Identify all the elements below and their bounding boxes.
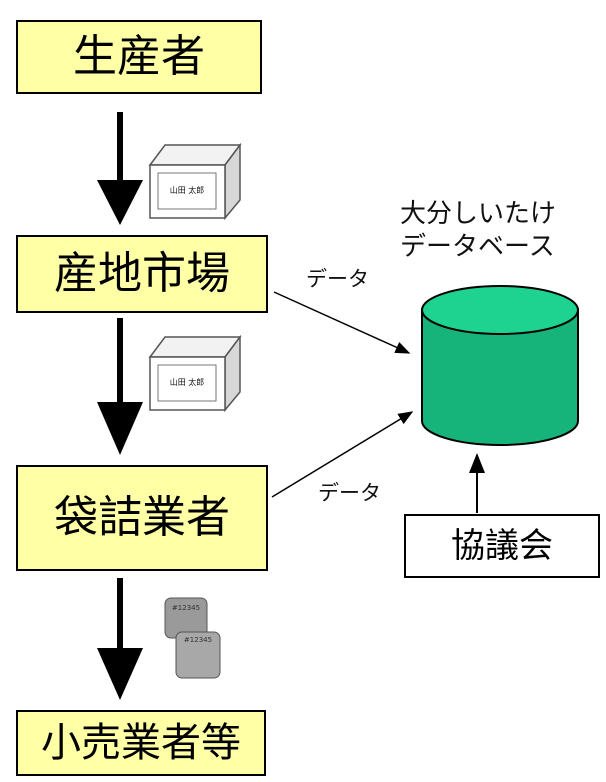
retailer-label: 小売業者等 — [41, 720, 241, 766]
data-label-market: データ — [306, 268, 369, 290]
package-box-icon: 山田 太郎 — [148, 334, 242, 413]
producer-label: 生産者 — [73, 31, 205, 82]
retailer-node: 小売業者等 — [16, 710, 266, 776]
council-label: 協議会 — [451, 526, 553, 566]
council-node: 協議会 — [404, 514, 600, 578]
database-title-line1: 大分しいたけ — [400, 199, 557, 229]
flow-arrow-producer-to-market — [97, 112, 143, 225]
label-code-text: #12345 — [172, 604, 200, 612]
data-arrow-packer-to-db — [271, 411, 414, 498]
local-market-node: 産地市場 — [16, 235, 268, 313]
data-arrow-market-to-db — [273, 291, 411, 354]
database-title: 大分しいたけ データベース — [400, 198, 556, 263]
packer-label: 袋詰業者 — [54, 492, 230, 543]
database-title-line2: データベース — [400, 231, 555, 262]
data-label-market-text: データ — [306, 267, 369, 291]
package-tag-text: 山田 太郎 — [170, 377, 205, 387]
product-label-icon: #12345 — [164, 597, 208, 639]
flow-arrow-market-to-packer — [97, 318, 143, 455]
label-code-text: #12345 — [184, 636, 212, 644]
local-market-label: 産地市場 — [54, 248, 230, 299]
producer-node: 生産者 — [16, 20, 262, 94]
flow-arrow-packer-to-retailer — [97, 578, 143, 700]
packer-node: 袋詰業者 — [16, 465, 268, 571]
package-box-icon: 山田 太郎 — [148, 142, 242, 221]
data-label-packer-text: データ — [318, 481, 381, 505]
product-label-icon: #12345 — [175, 631, 221, 679]
package-tag-text: 山田 太郎 — [170, 185, 205, 195]
data-label-packer: データ — [318, 482, 381, 504]
database-cylinder-icon — [421, 285, 579, 446]
